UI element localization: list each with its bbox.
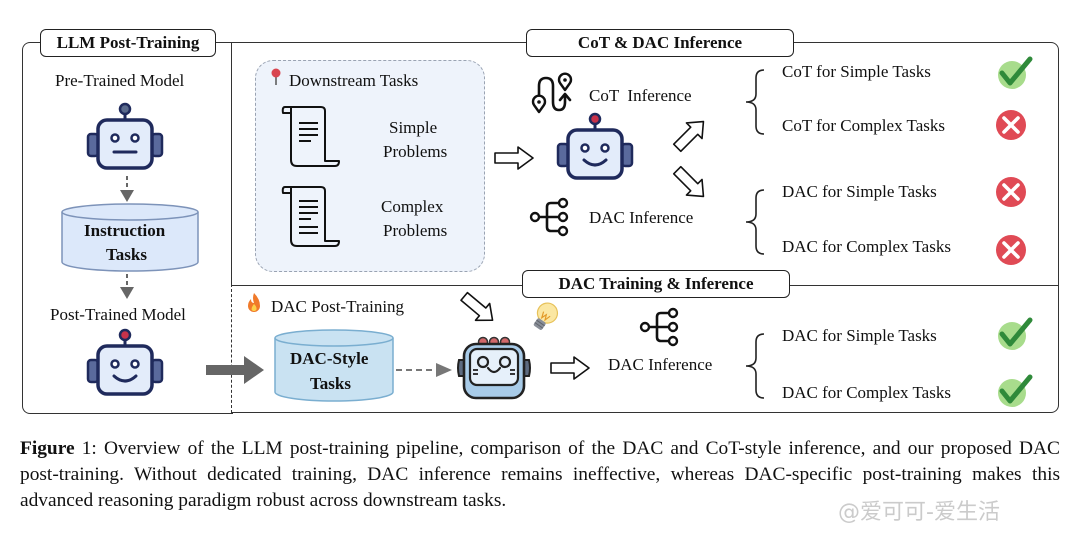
check-icon	[998, 374, 1033, 407]
brace-icon	[745, 189, 765, 255]
figure-label: Figure	[20, 438, 75, 459]
figure-caption: Figure 1: Overview of the LLM post-train…	[20, 436, 1060, 514]
instruction-tasks-label-line2: Tasks	[106, 245, 147, 264]
hollow-arrow-up-right-icon	[672, 120, 705, 153]
dac-training-inference-title: DAC Training & Inference	[522, 270, 790, 298]
cross-icon	[996, 177, 1026, 207]
instruction-tasks-label-line1: Instruction	[84, 221, 166, 240]
branching-tree-icon	[529, 197, 569, 237]
dac-style-tasks-line2: Tasks	[310, 374, 351, 393]
dac-style-tasks-line1: DAC-Style	[290, 349, 369, 368]
route-icon	[531, 72, 573, 114]
dashed-arrow-right-icon	[396, 363, 452, 377]
hollow-arrow-right-icon	[550, 356, 590, 380]
cot-inference-label: CoT Inference	[589, 86, 692, 105]
outcome-label: DAC for Simple Tasks	[782, 326, 937, 345]
watermark: @爱可可-爱生活	[838, 500, 1000, 525]
lightbulb-icon	[533, 302, 559, 330]
robot-icon	[457, 336, 531, 400]
outcome-label: DAC for Complex Tasks	[782, 237, 951, 256]
map-pin-icon	[271, 68, 281, 85]
robot-icon	[86, 328, 164, 396]
dac-post-training-label: DAC Post-Training	[271, 297, 405, 316]
check-icon	[998, 56, 1033, 89]
hollow-arrow-down-right-icon	[460, 291, 494, 322]
post-trained-model-label: Post-Trained Model	[50, 305, 186, 324]
outcome-label: CoT for Complex Tasks	[782, 116, 945, 135]
robot-icon	[86, 102, 164, 170]
caption-text: Overview of the LLM post-training pipeli…	[20, 438, 1060, 511]
fire-icon	[248, 293, 260, 312]
scroll-document-icon	[281, 186, 340, 247]
hollow-arrow-down-right-icon	[672, 165, 705, 198]
brace-icon	[745, 69, 765, 135]
outcome-label: DAC for Simple Tasks	[782, 182, 937, 201]
robot-icon	[556, 112, 634, 180]
simple-problems-line2: Problems	[383, 142, 448, 161]
outcome-label: CoT for Simple Tasks	[782, 62, 931, 81]
check-icon	[998, 317, 1033, 350]
dac-style-tasks-database-icon	[274, 329, 394, 402]
figure-number: 1:	[81, 438, 97, 459]
hollow-arrow-right-icon	[494, 146, 534, 170]
brace-icon	[745, 333, 765, 399]
pre-trained-model-label: Pre-Trained Model	[55, 71, 185, 90]
scroll-document-icon	[281, 106, 340, 167]
dac-inference-label: DAC Inference	[589, 208, 694, 227]
dashed-arrow-down-icon	[120, 176, 134, 202]
llm-post-training-title: LLM Post-Training	[40, 29, 216, 57]
dac-inference-label: DAC Inference	[608, 355, 713, 374]
dashed-arrow-down-icon	[120, 274, 134, 299]
instruction-tasks-database-icon	[61, 203, 199, 272]
simple-problems-line1: Simple	[389, 118, 438, 137]
downstream-tasks-title: Downstream Tasks	[289, 71, 419, 90]
cross-icon	[996, 235, 1026, 265]
dac-training-frame	[231, 284, 1059, 413]
branching-tree-icon	[639, 307, 679, 347]
thick-arrow-right-icon	[206, 356, 264, 384]
cross-icon	[996, 110, 1026, 140]
outcome-label: DAC for Complex Tasks	[782, 383, 951, 402]
cot-dac-inference-title: CoT & DAC Inference	[526, 29, 794, 57]
complex-problems-line1: Complex	[381, 197, 444, 216]
complex-problems-line2: Problems	[383, 221, 448, 240]
